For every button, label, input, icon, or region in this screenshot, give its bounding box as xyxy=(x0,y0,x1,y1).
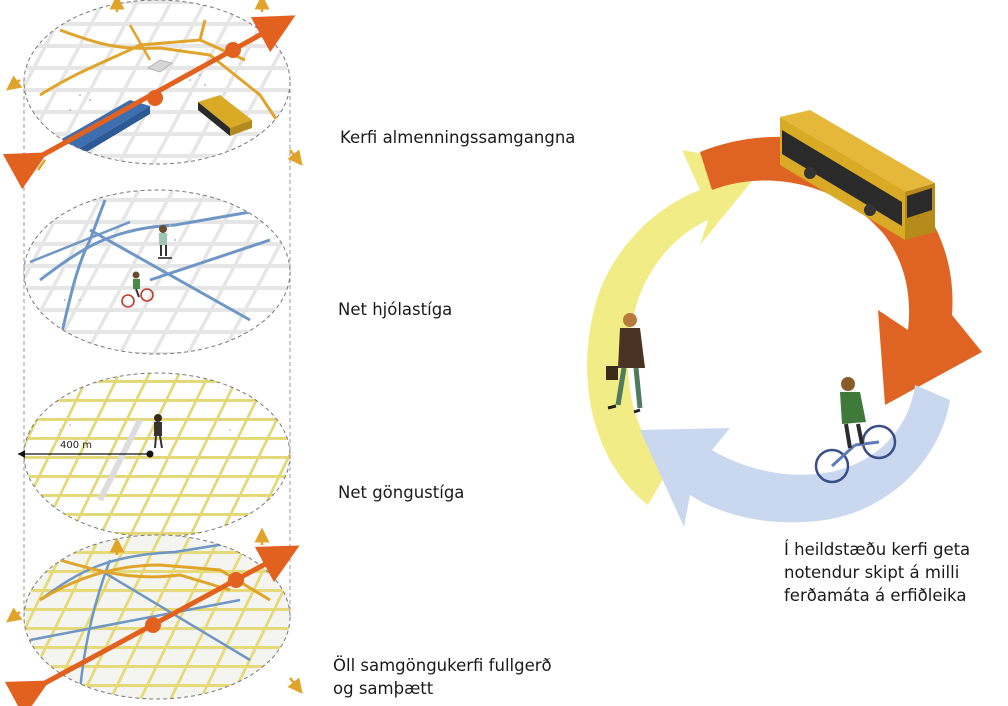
mode-cycle xyxy=(587,110,982,527)
combined-layer-map xyxy=(4,527,303,706)
cycling-layer-map xyxy=(23,189,291,355)
walking-cycle-arrow xyxy=(587,150,765,505)
cyclist-icon xyxy=(121,271,154,308)
scale-indicator xyxy=(18,450,154,458)
cycling-layer-label: Net hjólastíga xyxy=(338,300,453,319)
walking-woman-icon xyxy=(606,313,645,414)
walking-layer-label: Net göngustíga xyxy=(338,483,465,502)
combined-layer-label-line1: Öll samgöngukerfi fullgerð xyxy=(333,656,552,675)
pedestrian-icon xyxy=(154,414,163,449)
cycle-caption-line1: Í heildstæðu kerfi geta xyxy=(784,540,971,559)
walking-layer-map xyxy=(18,372,291,538)
scooter-rider-icon xyxy=(158,225,172,259)
transit-layer-map xyxy=(2,0,303,190)
cycling-man-icon xyxy=(814,377,897,484)
scale-label: 400 m xyxy=(60,440,92,451)
cycle-caption-line2: notendur skipt á milli xyxy=(784,563,960,582)
cycle-caption-line3: ferðamáta á erfiðleika xyxy=(784,586,967,605)
bus-illustration-icon xyxy=(780,110,935,240)
layer-guide-lines xyxy=(23,82,291,617)
transit-layer-label: Kerfi almenningssamgangna xyxy=(340,128,576,147)
cycling-cycle-arrow xyxy=(640,385,950,527)
combined-layer-label-line2: og samþætt xyxy=(333,679,434,698)
